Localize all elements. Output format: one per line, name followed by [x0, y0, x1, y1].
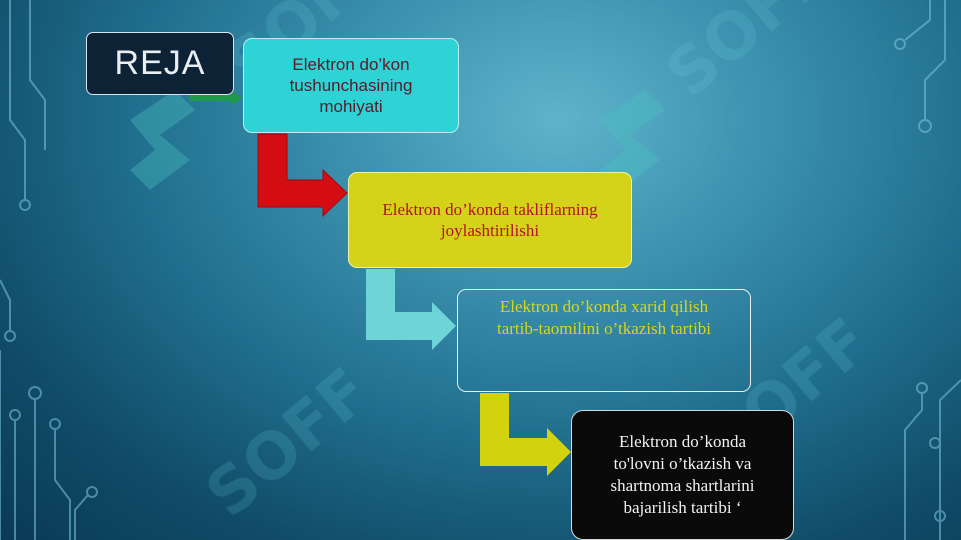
step-2-label: Elektron do’konda takliflarning joylasht…	[382, 200, 598, 240]
step-4-label: Elektron do’konda to'lovni o’tkazish va …	[610, 432, 755, 517]
step-1-box: Elektron do’kon tushunchasining mohiyati	[243, 38, 459, 133]
step-4-box: Elektron do’konda to'lovni o’tkazish va …	[571, 410, 794, 540]
plan-title: REJA	[114, 44, 206, 82]
circuit-lines-right	[894, 0, 961, 540]
arrow-step3-to-step4	[480, 393, 571, 476]
plan-title-box: REJA	[86, 32, 234, 95]
step-1-label: Elektron do’kon tushunchasining mohiyati	[289, 55, 413, 116]
arrow-reja-to-step1	[189, 91, 242, 105]
arrow-step2-to-step3	[366, 269, 456, 350]
step-3-label: Elektron do’konda xarid qilish tartib-ta…	[496, 297, 712, 338]
circuit-lines-left	[0, 0, 98, 540]
watermark-logo	[130, 90, 665, 190]
step-3-box: Elektron do’konda xarid qilish tartib-ta…	[457, 289, 751, 392]
step-2-box: Elektron do’konda takliflarning joylasht…	[348, 172, 632, 268]
arrow-step1-to-step2	[257, 133, 348, 218]
